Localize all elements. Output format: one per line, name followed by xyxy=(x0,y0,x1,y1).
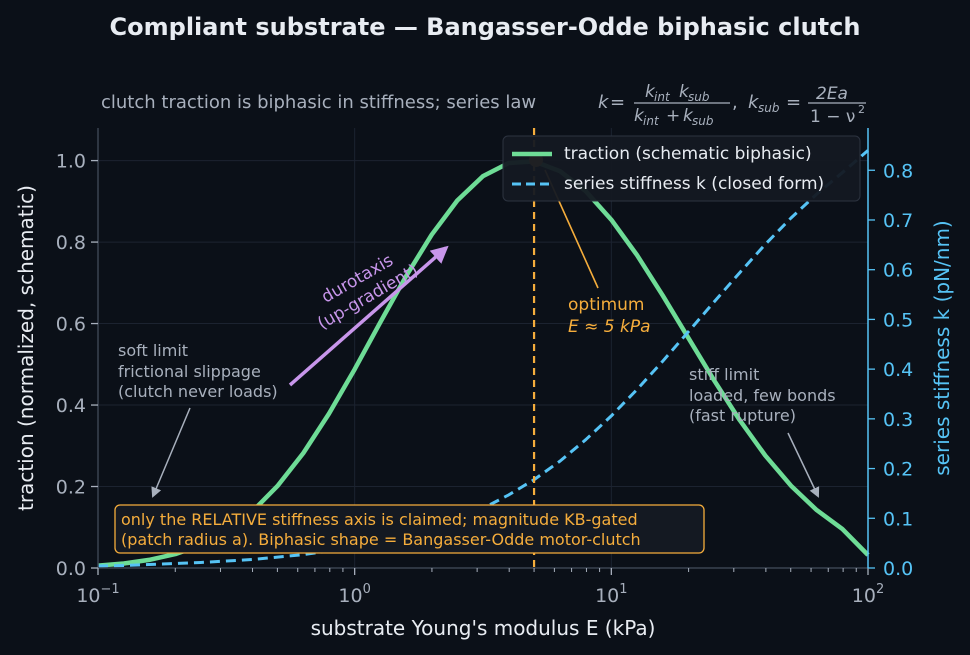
y-right-tick-label: 0.3 xyxy=(883,409,913,431)
note-box: only the RELATIVE stiffness axis is clai… xyxy=(114,504,705,554)
legend-stiffness-label: series stiffness k (closed form) xyxy=(564,174,824,194)
legend: traction (schematic biphasic) series sti… xyxy=(502,135,861,202)
svg-text:k: k xyxy=(683,106,694,126)
stiff-limit-line-1: stiff limit xyxy=(689,365,759,384)
series-lines xyxy=(97,149,870,568)
y-right-tick-label: 0.2 xyxy=(883,459,913,481)
svg-text:=: = xyxy=(786,92,801,113)
soft-limit-line-3: (clutch never loads) xyxy=(118,382,278,401)
y-right-tick-label: 0.6 xyxy=(883,260,913,282)
x-tick-label: 101 xyxy=(595,582,627,607)
svg-text:k: k xyxy=(748,92,760,113)
x-tick-label: 100 xyxy=(338,582,370,607)
y-left-tick-label: 0.6 xyxy=(56,314,86,336)
legend-traction-label: traction (schematic biphasic) xyxy=(564,144,812,164)
soft-limit-line-2: frictional slippage xyxy=(118,362,261,381)
svg-text:=: = xyxy=(610,92,625,113)
svg-text:k: k xyxy=(598,92,610,113)
durotaxis-arrow xyxy=(288,245,449,387)
svg-text:+: + xyxy=(666,106,680,126)
y-left-tick-label: 0.0 xyxy=(56,558,86,580)
series-law-formula: k = k int k sub k int + k sub , k sub = … xyxy=(598,82,866,128)
stiffness-line xyxy=(97,149,869,568)
subtitle-text: clutch traction is biphasic in stiffness… xyxy=(101,92,536,113)
y-right-tick-label: 0.4 xyxy=(883,359,913,381)
stiff-limit-arrow xyxy=(787,432,820,498)
svg-text:int: int xyxy=(643,114,660,128)
note-line-2: (patch radius a). Biphasic shape = Banga… xyxy=(121,530,641,549)
y-left-tick-label: 0.4 xyxy=(56,395,86,417)
svg-text:2: 2 xyxy=(858,103,865,116)
y-left-tick-label: 0.8 xyxy=(56,232,86,254)
y-left-tick-label: 1.0 xyxy=(56,151,86,173)
x-tick-label: 10−1 xyxy=(76,582,119,607)
y-right-tick-label: 0.7 xyxy=(883,210,913,232)
soft-limit-line-1: soft limit xyxy=(118,341,188,360)
x-tick-label: 102 xyxy=(852,582,884,607)
optimum-label-2: E ≈ 5 kPa xyxy=(568,317,651,337)
y-left-tick-label: 0.2 xyxy=(56,477,86,499)
svg-text:2Ea: 2Ea xyxy=(816,84,848,104)
soft-limit-arrow xyxy=(151,407,191,498)
stiff-limit-line-2: loaded, few bonds xyxy=(689,386,836,405)
stiff-limit-line-3: (fast rupture) xyxy=(689,406,796,425)
svg-text:,: , xyxy=(732,92,738,113)
chart-title: Compliant substrate — Bangasser-Odde bip… xyxy=(110,13,861,41)
svg-text:k: k xyxy=(679,82,690,102)
svg-text:sub: sub xyxy=(758,101,780,115)
svg-text:sub: sub xyxy=(692,114,714,128)
chart-subtitle: clutch traction is biphasic in stiffness… xyxy=(101,82,866,128)
y-right-tick-label: 0.0 xyxy=(883,558,913,580)
x-axis-label: substrate Young's modulus E (kPa) xyxy=(311,616,656,640)
stiff-limit-annotation: stiff limit loaded, few bonds (fast rupt… xyxy=(689,365,836,498)
y-right-tick-label: 0.8 xyxy=(883,160,913,182)
y-axis-right-label: series stiffness k (pN/nm) xyxy=(930,220,954,475)
svg-text:k: k xyxy=(634,106,645,126)
y-right-tick-label: 0.1 xyxy=(883,508,913,530)
optimum-label-1: optimum xyxy=(568,295,644,315)
note-line-1: only the RELATIVE stiffness axis is clai… xyxy=(121,510,638,529)
svg-text:sub: sub xyxy=(688,90,710,104)
durotaxis-annotation: durotaxis (up-gradient) xyxy=(288,245,449,387)
svg-text:k: k xyxy=(645,82,656,102)
y-axis-left-label: traction (normalized, schematic) xyxy=(14,185,38,511)
y-right-tick-label: 0.5 xyxy=(883,309,913,331)
svg-text:1 − ν: 1 − ν xyxy=(810,107,855,127)
svg-text:int: int xyxy=(654,90,671,104)
soft-limit-annotation: soft limit frictional slippage (clutch n… xyxy=(118,341,278,498)
